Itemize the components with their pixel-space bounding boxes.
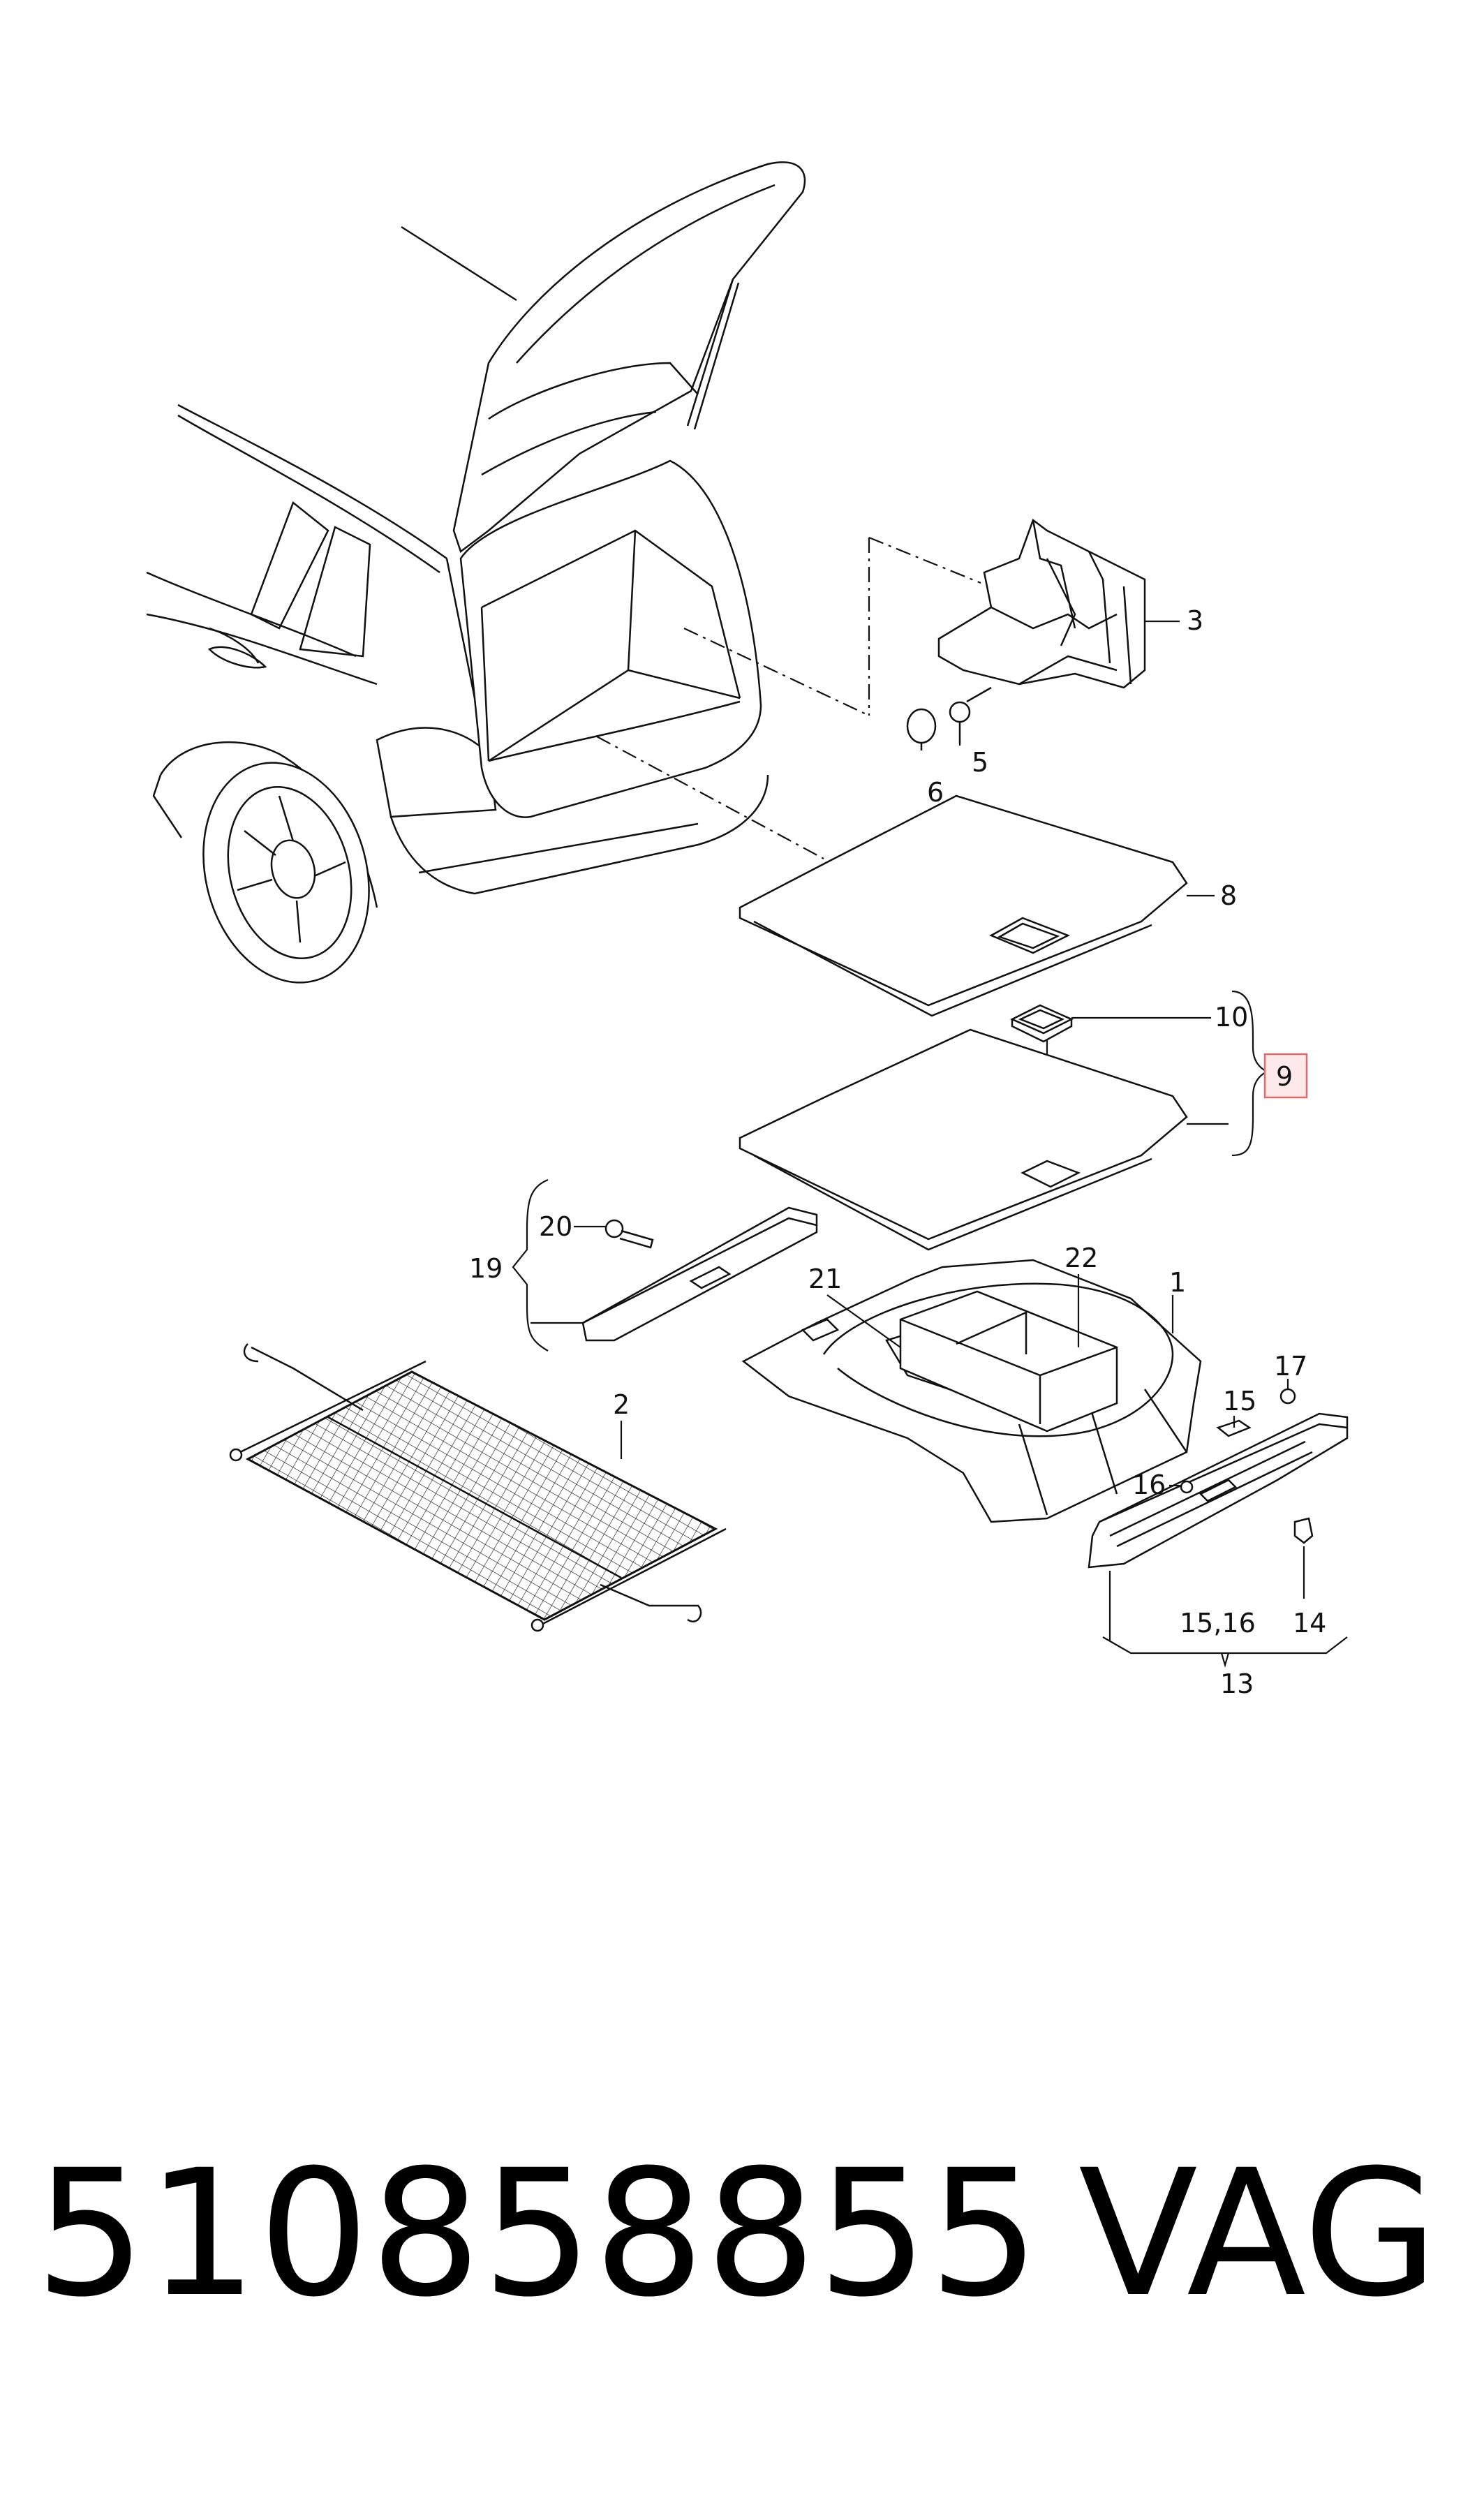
part-8-floor-panel — [739, 794, 1188, 1017]
callout-10: 10 — [1215, 1002, 1248, 1033]
callout-9: 9 — [1276, 1061, 1293, 1092]
part-15-pad — [1216, 1419, 1252, 1437]
callout-22: 22 — [1064, 1243, 1098, 1273]
part-19-cover-strip — [581, 1206, 818, 1342]
callout-19: 19 — [469, 1253, 503, 1284]
leader-dash-lines — [596, 536, 1048, 1155]
callout-3: 3 — [1187, 605, 1203, 636]
callout-20: 20 — [539, 1211, 572, 1242]
part-20-screw — [604, 1219, 654, 1249]
callout-2: 2 — [613, 1389, 630, 1420]
car-illustration — [146, 161, 806, 984]
part-10-hatch — [1010, 1004, 1074, 1043]
brand-name: VAG — [1078, 2132, 1439, 2335]
callout-15-16: 15,16 — [1180, 1608, 1256, 1638]
callout-21: 21 — [808, 1264, 842, 1294]
callout-5: 5 — [972, 747, 988, 778]
callout-14: 14 — [1293, 1608, 1326, 1638]
leader-lines — [512, 620, 1348, 1668]
callout-labels: 3 5 6 8 10 9 20 19 21 22 1 2 17 15 16 15… — [469, 605, 1326, 1699]
part-13-sill-panel — [1088, 1412, 1349, 1569]
part-17-clip — [1279, 1388, 1296, 1405]
part-5-screw — [949, 686, 992, 743]
part-6-cap — [906, 708, 937, 750]
callout-13: 13 — [1220, 1668, 1254, 1699]
callout-17: 17 — [1274, 1351, 1307, 1382]
part-14-clip — [1293, 1517, 1314, 1544]
part-16-nut — [1180, 1480, 1194, 1494]
part-2-luggage-net — [229, 1343, 727, 1632]
callout-8: 8 — [1220, 880, 1237, 911]
part-number: 510858855 — [35, 2132, 1041, 2335]
callout-6: 6 — [927, 777, 944, 808]
callout-1: 1 — [1169, 1267, 1186, 1298]
part-22-foam-insert — [899, 1290, 1118, 1433]
part-3-side-bracket — [937, 518, 1146, 689]
callout-16: 16 — [1132, 1470, 1166, 1500]
callout-9-highlight — [1263, 1053, 1308, 1099]
part-9-floor-panel — [739, 1028, 1188, 1251]
callout-15: 15 — [1223, 1386, 1256, 1416]
